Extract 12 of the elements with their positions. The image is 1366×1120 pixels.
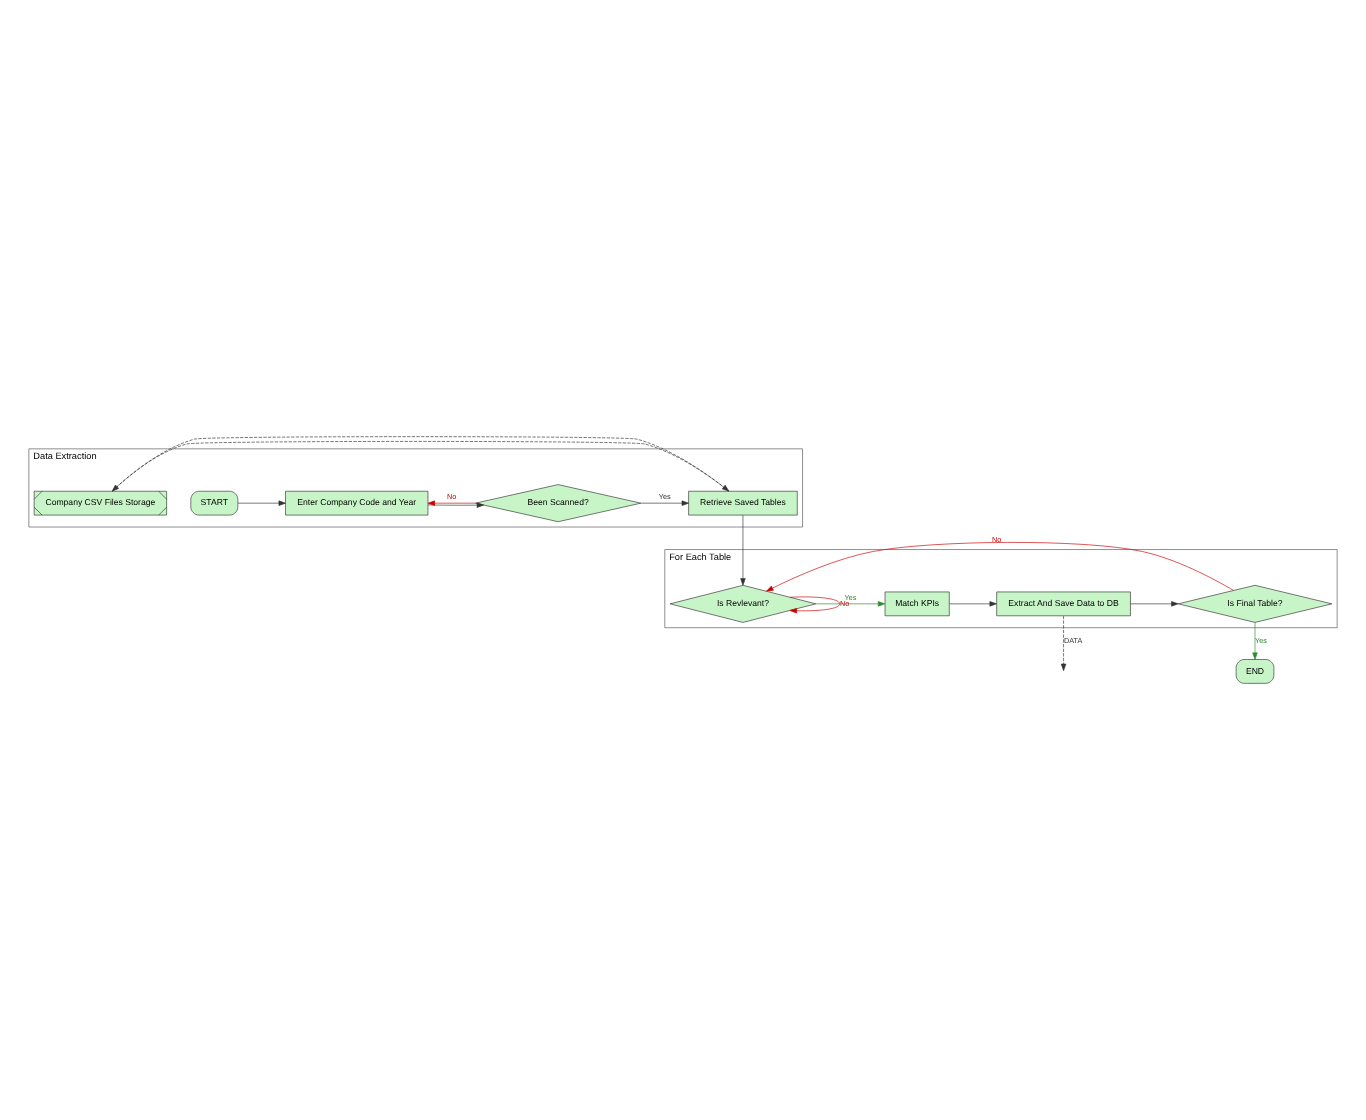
- arrow: [427, 500, 476, 506]
- arrow: [815, 601, 886, 607]
- arrow: [640, 500, 689, 506]
- arrow: [949, 601, 997, 607]
- arrow: [789, 596, 840, 614]
- arrow: [1252, 622, 1258, 660]
- arrow: [427, 502, 484, 508]
- arrow: [740, 514, 746, 586]
- arrow: [237, 500, 286, 506]
- arrow: [1130, 601, 1179, 607]
- arrow: [766, 542, 1234, 592]
- arrow: [1060, 615, 1067, 671]
